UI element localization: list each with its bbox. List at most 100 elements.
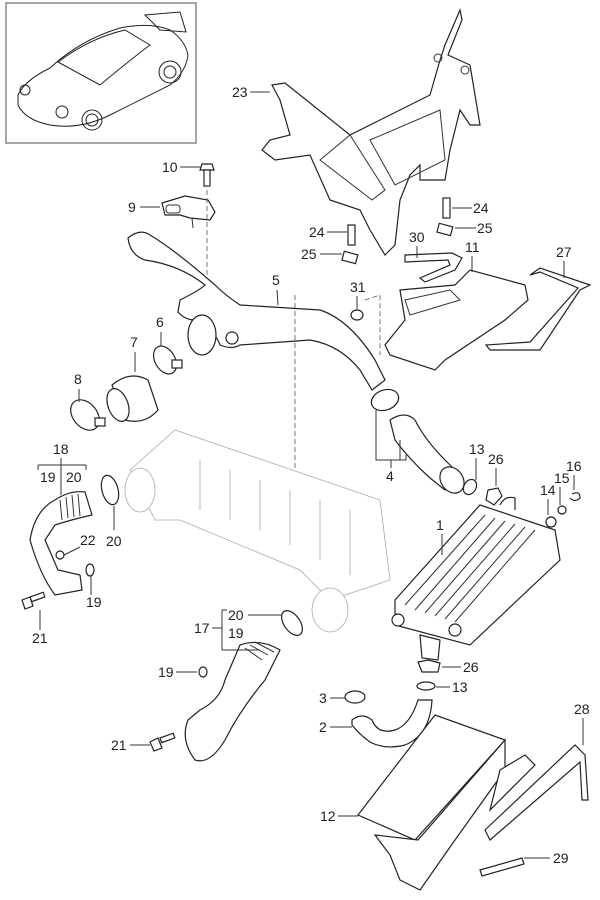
- callout-21b[interactable]: 21: [111, 737, 150, 753]
- hose-clamp-4[interactable]: [368, 386, 401, 414]
- callout-12[interactable]: 12: [320, 808, 358, 824]
- screw-21a[interactable]: [21, 591, 46, 610]
- callout-24a[interactable]: 24: [309, 224, 347, 240]
- callout-26b[interactable]: 26: [442, 659, 479, 675]
- callout-26a[interactable]: 26: [488, 451, 504, 486]
- assembly-guide-line: [364, 294, 381, 355]
- air-duct-11[interactable]: [384, 269, 529, 371]
- seal-27[interactable]: [484, 267, 592, 351]
- air-duct-12[interactable]: [357, 714, 536, 891]
- callout-18[interactable]: 18: [37, 441, 87, 495]
- clamp-clip-26a[interactable]: [485, 487, 503, 506]
- o-ring-19b[interactable]: [198, 666, 208, 678]
- callout-20c[interactable]: 20: [228, 607, 282, 623]
- svg-text:25: 25: [477, 220, 493, 236]
- seal-strip-30[interactable]: [404, 252, 463, 283]
- callout-8[interactable]: 8: [74, 371, 82, 402]
- stud-24b[interactable]: [442, 197, 451, 219]
- screw-10[interactable]: [199, 163, 215, 187]
- seal-strip-29[interactable]: [479, 857, 525, 877]
- svg-text:11: 11: [465, 239, 480, 255]
- callout-20a[interactable]: 20: [66, 469, 82, 485]
- callout-15[interactable]: 15: [554, 470, 570, 505]
- o-ring-13a[interactable]: [461, 477, 479, 497]
- callout-2[interactable]: 2: [319, 719, 352, 735]
- callout-31[interactable]: 31: [350, 279, 366, 309]
- o-ring-19a[interactable]: [85, 563, 95, 577]
- charge-air-pipe-5[interactable]: [127, 231, 386, 391]
- callout-6[interactable]: 6: [156, 314, 164, 346]
- callout-11[interactable]: 11: [465, 239, 480, 272]
- hose-clamp-20b[interactable]: [277, 607, 306, 639]
- bracket-23[interactable]: [261, 7, 481, 256]
- callout-19d[interactable]: 19: [158, 664, 197, 680]
- callout-19c[interactable]: 19: [228, 625, 244, 641]
- vehicle-thumbnail[interactable]: [5, 2, 197, 144]
- hose-clamp-20a[interactable]: [98, 473, 121, 506]
- washer-15[interactable]: [557, 505, 567, 515]
- callout-3[interactable]: 3: [319, 690, 345, 706]
- svg-text:26: 26: [488, 451, 504, 467]
- callout-21a[interactable]: 21: [32, 610, 48, 646]
- svg-text:19: 19: [40, 469, 56, 485]
- callout-9[interactable]: 9: [128, 199, 160, 215]
- svg-text:20: 20: [228, 607, 244, 623]
- grommet-14[interactable]: [545, 516, 557, 528]
- pressure-sensor-9[interactable]: [161, 195, 216, 229]
- svg-text:21: 21: [32, 630, 48, 646]
- callout-10[interactable]: 10: [162, 159, 201, 175]
- svg-text:1: 1: [436, 517, 444, 533]
- callout-1[interactable]: 1: [436, 517, 444, 555]
- callout-24b[interactable]: 24: [452, 200, 489, 216]
- charge-air-pipe-4[interactable]: [389, 414, 469, 498]
- hose-clamp-6[interactable]: [149, 342, 183, 378]
- callout-7[interactable]: 7: [130, 334, 138, 372]
- connecting-hose-7[interactable]: [103, 375, 159, 424]
- stud-24a[interactable]: [347, 224, 356, 246]
- hose-clamp-8[interactable]: [65, 394, 106, 435]
- callout-25a[interactable]: 25: [301, 246, 342, 262]
- seal-28[interactable]: [484, 744, 589, 841]
- svg-text:16: 16: [566, 458, 582, 474]
- charge-air-hose-2[interactable]: [351, 699, 433, 748]
- intercooler-1[interactable]: [391, 496, 561, 661]
- callout-30[interactable]: 30: [409, 229, 425, 258]
- throttle-body-ghost: [124, 429, 391, 633]
- callout-29[interactable]: 29: [524, 850, 569, 866]
- screw-21b[interactable]: [149, 732, 176, 752]
- svg-text:18: 18: [53, 441, 69, 457]
- svg-text:12: 12: [320, 808, 336, 824]
- callout-20b[interactable]: 20: [106, 506, 122, 549]
- o-ring-13b[interactable]: [416, 681, 436, 691]
- callout-22[interactable]: 22: [63, 532, 96, 556]
- svg-text:15: 15: [554, 470, 570, 486]
- charge-air-hose-18[interactable]: [29, 491, 93, 596]
- callout-27[interactable]: 27: [556, 244, 572, 278]
- clip-nut-25a[interactable]: [341, 250, 359, 265]
- hose-clamp-3[interactable]: [344, 690, 366, 704]
- svg-text:28: 28: [574, 701, 590, 717]
- svg-text:20: 20: [66, 469, 82, 485]
- callout-4[interactable]: 4: [375, 410, 407, 484]
- callout-14[interactable]: 14: [540, 482, 556, 515]
- clip-16[interactable]: [569, 492, 581, 502]
- svg-text:22: 22: [80, 532, 96, 548]
- callout-19a[interactable]: 19: [40, 469, 56, 485]
- svg-text:2: 2: [319, 719, 327, 735]
- callout-28[interactable]: 28: [574, 701, 590, 745]
- svg-text:7: 7: [130, 334, 138, 350]
- callout-5[interactable]: 5: [272, 272, 280, 306]
- svg-text:4: 4: [386, 468, 394, 484]
- callout-13a[interactable]: 13: [469, 441, 485, 480]
- nut-22[interactable]: [55, 550, 65, 560]
- clip-nut-25b[interactable]: [436, 222, 454, 237]
- callout-13b[interactable]: 13: [436, 679, 468, 695]
- charge-air-hose-17[interactable]: [184, 641, 281, 762]
- plug-31[interactable]: [350, 309, 364, 321]
- callout-17[interactable]: 17: [194, 609, 260, 651]
- clamp-clip-26b[interactable]: [417, 659, 441, 673]
- callout-16[interactable]: 16: [566, 458, 582, 490]
- callout-23[interactable]: 23: [232, 84, 270, 100]
- callout-25b[interactable]: 25: [455, 220, 493, 236]
- callout-19b[interactable]: 19: [86, 576, 102, 610]
